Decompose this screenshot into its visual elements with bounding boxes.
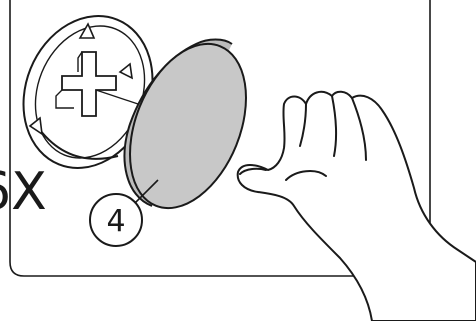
quantity-label: 6X — [0, 166, 47, 218]
hand-illustration — [238, 92, 476, 321]
step-number-callout: 4 — [90, 180, 158, 246]
step-number: 4 — [106, 204, 125, 239]
